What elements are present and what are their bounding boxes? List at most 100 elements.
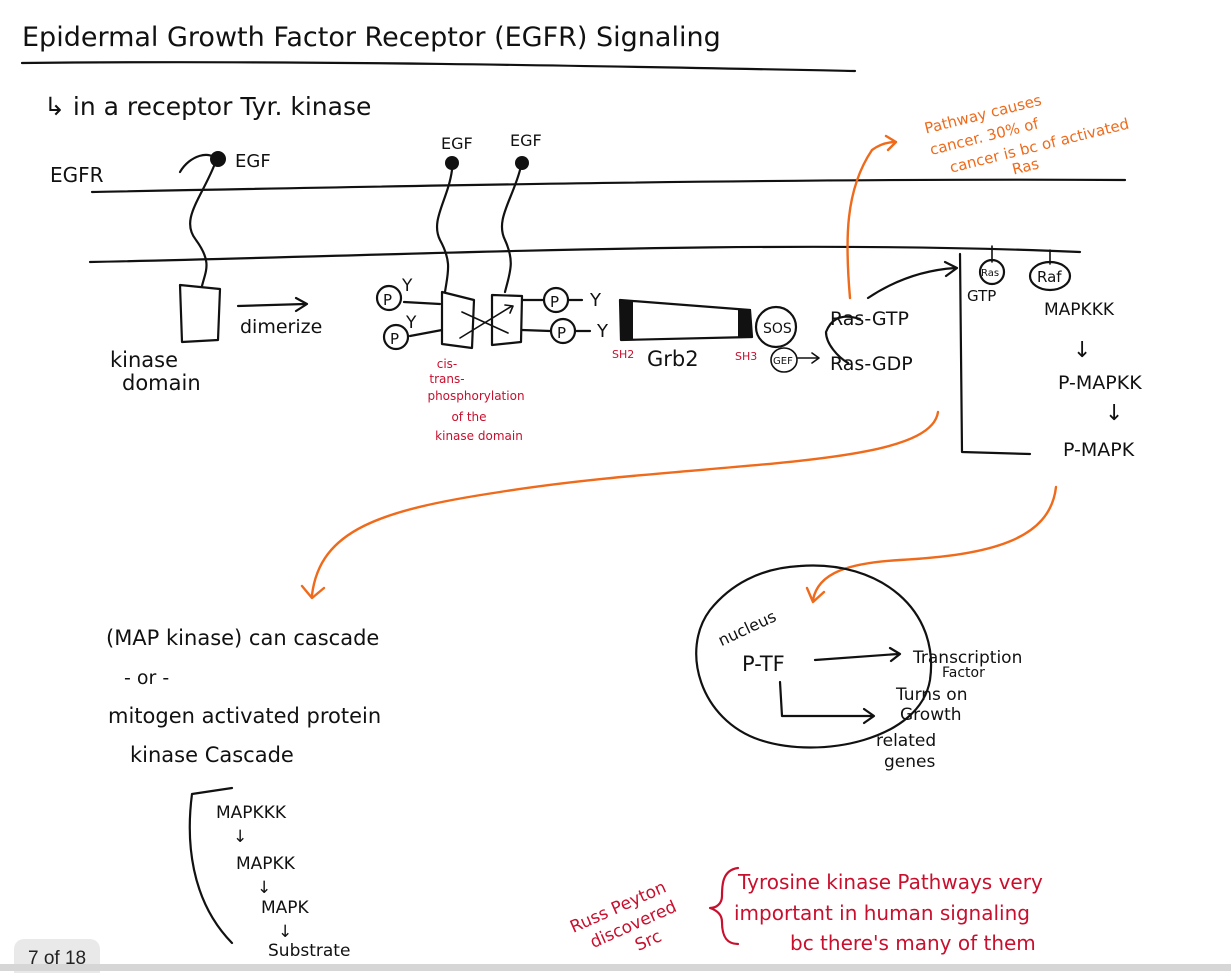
arrow-down-1: ↓ (1073, 338, 1091, 363)
grb2-label: Grb2 (647, 347, 699, 371)
ras-to-raf-arrow (866, 260, 959, 300)
kinase-box-mid1 (440, 290, 476, 350)
tf-arrow (813, 646, 902, 663)
sh3-label: SH3 (735, 350, 757, 363)
tyrosine-note-line-3: bc there's many of them (790, 931, 1036, 955)
gef-circle (770, 347, 798, 373)
phosphate-left-1 (375, 284, 403, 312)
tyrosine-left-1: Y (401, 276, 413, 296)
cascade-arrow-3: ↓ (278, 922, 292, 942)
gef-label: GEF (773, 356, 793, 367)
cis-trans-line-1: cis- (437, 357, 458, 371)
phosphate-label-left-1: P (383, 291, 392, 309)
cis-trans-line-2: trans- (429, 372, 464, 386)
grb2-bar (618, 298, 754, 342)
receptor-stalk-mid1 (435, 168, 454, 294)
egf-label-mid1: EGF (441, 134, 473, 153)
map-kinase-line-2: - or - (124, 667, 169, 689)
raf-label: Raf (1037, 268, 1062, 286)
sos-label: SOS (763, 321, 792, 337)
cis-trans-line-3: phosphorylation (427, 389, 524, 403)
kinase-domain-box (178, 283, 222, 344)
p-mapk-label: P-MAPK (1063, 439, 1135, 461)
sh3-domain-block (738, 309, 751, 338)
ras-cancer-arrow (846, 134, 898, 300)
cascade-bracket (188, 786, 234, 945)
mapkkk-label: MAPKKK (1044, 300, 1115, 320)
nucleus-circle (695, 564, 933, 749)
map-kinase-line-4: kinase Cascade (130, 743, 294, 767)
tyrosine-left-2: Y (405, 313, 417, 333)
nucleus-label-group: nucleus (715, 607, 779, 650)
phosphate-bond-left-2 (408, 328, 444, 338)
phosphate-label-right-2: P (557, 324, 566, 342)
sh2-label: SH2 (612, 348, 634, 361)
arrow-to-map-kinase (300, 410, 940, 600)
membrane-inner-line (88, 245, 1082, 264)
cis-trans-note: cis- trans- phosphorylation of the kinas… (427, 357, 524, 443)
sh2-domain-block (621, 300, 633, 340)
ras-exchange-curve (824, 315, 862, 365)
arrow-to-nucleus (805, 485, 1058, 604)
phosphate-bond-right-2 (520, 328, 552, 333)
subtitle: ↳ in a receptor Tyr. kinase (44, 92, 371, 121)
dimerize-arrow (236, 296, 309, 313)
cascade-mapkkk: MAPKKK (216, 803, 287, 823)
egf-ligand-mid2 (515, 156, 529, 170)
transcription-label-2: Factor (942, 665, 985, 681)
phosphate-label-right-1: P (550, 293, 559, 311)
ras-gtp-label: Ras-GTP (830, 308, 909, 330)
phosphate-label-left-2: P (390, 330, 399, 348)
egfr-label: EGFR (50, 163, 104, 187)
receptor-stalk-left (189, 164, 216, 288)
egf-label-mid2: EGF (510, 131, 542, 150)
phosphate-left-2 (382, 323, 410, 351)
cis-trans-line-4: of the (451, 410, 486, 424)
map-kinase-line-1: (MAP kinase) can cascade (106, 626, 379, 650)
russ-peyton-note: Russ Peyton discovered Src (567, 877, 680, 955)
arrow-down-2: ↓ (1105, 401, 1123, 426)
cascade-substrate: Substrate (268, 941, 350, 961)
ras-circle (978, 258, 1006, 286)
egf-ligand-left (210, 151, 226, 167)
membrane-outer-line (90, 178, 1127, 194)
turns-on-2: Growth (900, 705, 962, 725)
red-brace (708, 866, 740, 946)
cancer-note: Pathway causes cancer. 30% of cancer is … (923, 91, 1131, 179)
raf-circle (1028, 260, 1072, 292)
p-tf-label: P-TF (742, 652, 785, 676)
p-mapkk-label: P-MAPKK (1058, 372, 1142, 394)
transcription-label-1: Transcription (912, 648, 1022, 668)
viewer-scrollbar[interactable] (0, 964, 1231, 971)
cascade-mapk: MAPK (261, 898, 310, 918)
receptor-stalk-mid2 (500, 168, 522, 294)
kinase-box-mid2 (490, 293, 524, 347)
cis-trans-line-5: kinase domain (435, 429, 523, 443)
egf-ligand-mid1 (445, 156, 459, 170)
ras-gdp-label: Ras-GDP (830, 353, 913, 375)
tyrosine-right-2: Y (596, 321, 609, 342)
tyrosine-right-1: Y (589, 290, 602, 311)
cascade-arrow-2: ↓ (257, 878, 271, 898)
kinase-label-2: domain (122, 371, 201, 395)
map-kinase-line-3: mitogen activated protein (108, 704, 381, 728)
sos-circle (754, 305, 798, 349)
turns-on-4: genes (884, 752, 935, 772)
cascade-arrow-1: ↓ (233, 827, 247, 847)
phosphate-bond-left-1 (402, 300, 442, 306)
ras-label: Ras (981, 268, 999, 279)
turns-on-3: related (876, 731, 936, 751)
gtp-label: GTP (967, 287, 996, 305)
cascade-mapkk: MAPKK (236, 854, 296, 874)
nucleus-label: nucleus (715, 607, 779, 650)
tyrosine-note-line-2: important in human signaling (734, 901, 1030, 925)
gef-arrow (797, 352, 820, 364)
turns-on-1: Turns on (895, 685, 967, 705)
trans-phosphorylation-cross (459, 304, 514, 339)
page-title: Epidermal Growth Factor Receptor (EGFR) … (22, 22, 721, 53)
title-underline (20, 61, 857, 73)
egf-label-left: EGF (235, 151, 271, 172)
genes-arrow (778, 680, 876, 725)
dimerize-label: dimerize (240, 316, 322, 338)
